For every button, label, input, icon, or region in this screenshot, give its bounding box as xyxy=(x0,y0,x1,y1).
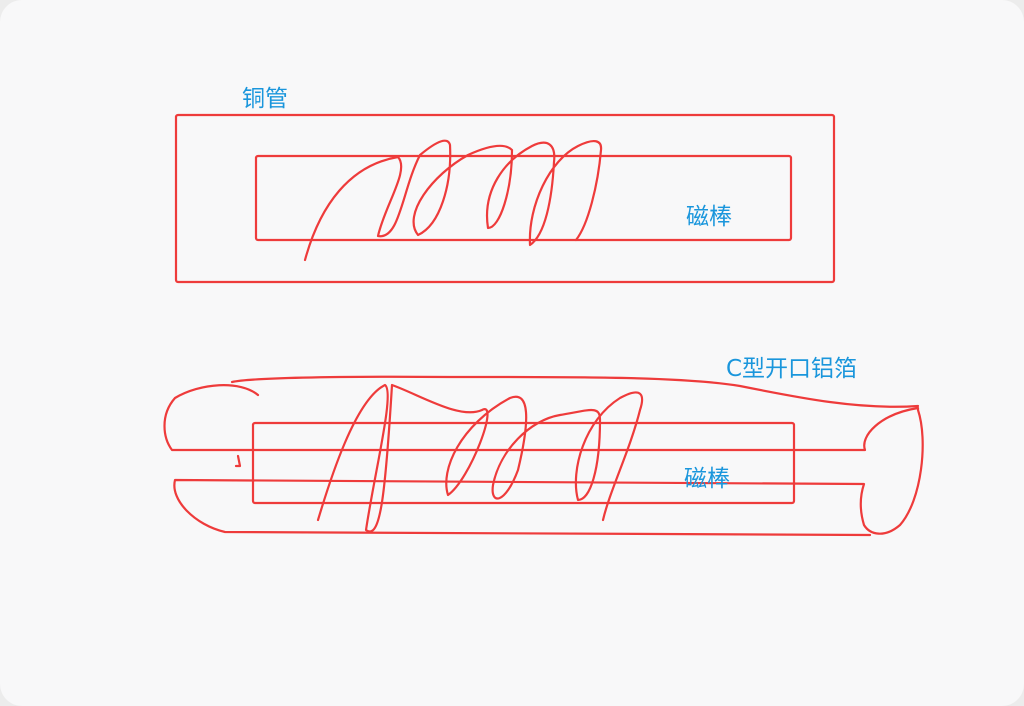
magnet-rod-bottom-outline xyxy=(251,421,796,505)
copper-tube-figure: 铜管 磁棒 xyxy=(174,86,836,284)
magnet-rod-top-outline xyxy=(254,154,793,242)
foil-gap-mark xyxy=(234,454,242,468)
c-foil-outline xyxy=(163,375,924,537)
coil-winding-bottom xyxy=(316,383,644,533)
label-copper-tube: 铜管 xyxy=(242,86,288,112)
copper-tube-outline xyxy=(174,113,836,284)
label-c-foil: C型开口铝箔 xyxy=(726,356,857,382)
label-magnet-rod-bottom: 磁棒 xyxy=(684,466,730,492)
coil-winding-top xyxy=(303,139,603,262)
c-foil-figure: C型开口铝箔 磁棒 xyxy=(163,356,924,537)
label-magnet-rod-top: 磁棒 xyxy=(686,204,732,230)
